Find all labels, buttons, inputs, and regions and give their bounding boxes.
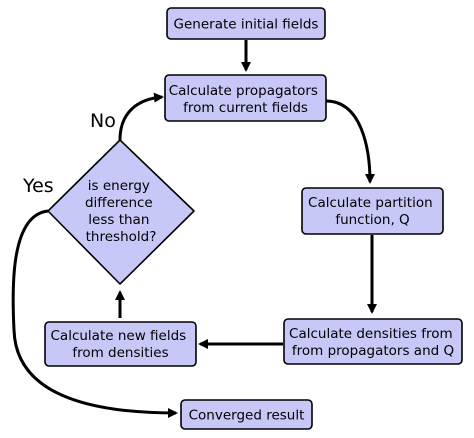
- svg-text:Calculate partition func: Calculate partition function, Q: [308, 195, 437, 228]
- node-label-line: Calculate new fields: [51, 328, 187, 344]
- node-label-line: function, Q: [335, 212, 409, 228]
- svg-text:Calculate new fields fro: Calculate new fields from densities: [51, 328, 191, 361]
- svg-text:Calculate propagators fr: Calculate propagators from current field…: [169, 83, 323, 116]
- node-label-line: threshold?: [86, 229, 157, 245]
- node-label-line: less than: [88, 212, 149, 228]
- node-label-line: Calculate partition: [308, 195, 433, 211]
- node-label-line: Generate initial fields: [174, 17, 319, 33]
- node-calculate-propagators: Calculate propagators from current field…: [164, 74, 327, 122]
- node-label-line: from densities: [72, 345, 168, 361]
- node-converged-result: Converged result: [180, 399, 313, 430]
- node-calculate-new-fields: Calculate new fields from densities: [44, 321, 197, 367]
- node-label-line: Calculate densities from: [289, 326, 453, 342]
- node-generate-initial-fields: Generate initial fields: [166, 7, 326, 40]
- edge-decision-no-to-propagators: [118, 92, 164, 141]
- node-label-line: Converged result: [189, 408, 305, 424]
- edge-label-no: No: [90, 110, 116, 132]
- edge-label-yes: Yes: [22, 175, 54, 197]
- node-decision-energy-threshold: is energy difference less than threshold…: [47, 139, 195, 285]
- svg-text:Generate initial fields: Generate initial fields: [174, 17, 319, 33]
- svg-text:is energy difference: is energy difference less than threshold…: [85, 178, 157, 245]
- node-label-line: Calculate propagators: [169, 83, 318, 99]
- svg-text:Converged result: Converged result: [189, 408, 305, 424]
- node-label-line: from current fields: [183, 100, 308, 116]
- node-calculate-partition-function: Calculate partition function, Q: [301, 187, 444, 235]
- node-label-line: from propagators and Q: [292, 343, 454, 359]
- node-calculate-densities: Calculate densities from from propagator…: [283, 318, 463, 365]
- node-label-line: difference: [85, 195, 153, 211]
- edge-decision-yes-to-converged: [11, 209, 178, 418]
- edge-propagators-to-partition: [325, 99, 375, 184]
- node-label-line: is energy: [88, 178, 150, 194]
- svg-text:Calculate densities from: Calculate densities from from propagator…: [289, 326, 457, 359]
